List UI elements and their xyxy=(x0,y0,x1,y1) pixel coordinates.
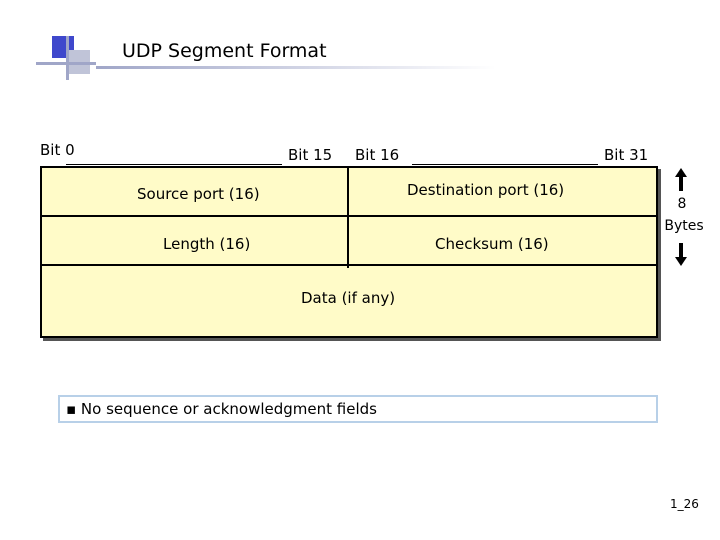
header-size-number: 8 xyxy=(677,196,687,212)
slide-title: UDP Segment Format xyxy=(122,40,327,62)
length-field: Length (16) xyxy=(163,235,251,253)
header-row-divider xyxy=(42,215,656,217)
bit-0-label: Bit 0 xyxy=(40,141,75,159)
bit-31-label: Bit 31 xyxy=(604,146,649,164)
udp-segment-frame: Source port (16) Destination port (16) L… xyxy=(40,166,658,338)
arrow-up-icon xyxy=(675,168,687,177)
source-port-field: Source port (16) xyxy=(137,185,260,203)
bit-16-label: Bit 16 xyxy=(355,146,400,164)
header-size-unit: Bytes xyxy=(664,218,704,234)
arrow-up-stem xyxy=(679,177,683,191)
data-field: Data (if any) xyxy=(301,289,396,307)
header-column-divider xyxy=(347,168,349,268)
arrow-down-icon xyxy=(675,257,687,266)
arrow-down-stem xyxy=(679,243,683,257)
checksum-field: Checksum (16) xyxy=(435,235,549,253)
destination-port-field: Destination port (16) xyxy=(407,181,565,199)
logo-vertical-line xyxy=(66,36,69,80)
note-box: ▪ No sequence or acknowledgment fields xyxy=(58,395,658,423)
bit-range-line-right xyxy=(412,164,598,165)
title-rule xyxy=(96,66,496,69)
slide-logo xyxy=(36,36,96,80)
bit-range-line-left xyxy=(66,164,282,165)
page-number: 1_26 xyxy=(670,497,699,511)
header-data-divider xyxy=(42,264,656,266)
bit-15-label: Bit 15 xyxy=(288,146,333,164)
